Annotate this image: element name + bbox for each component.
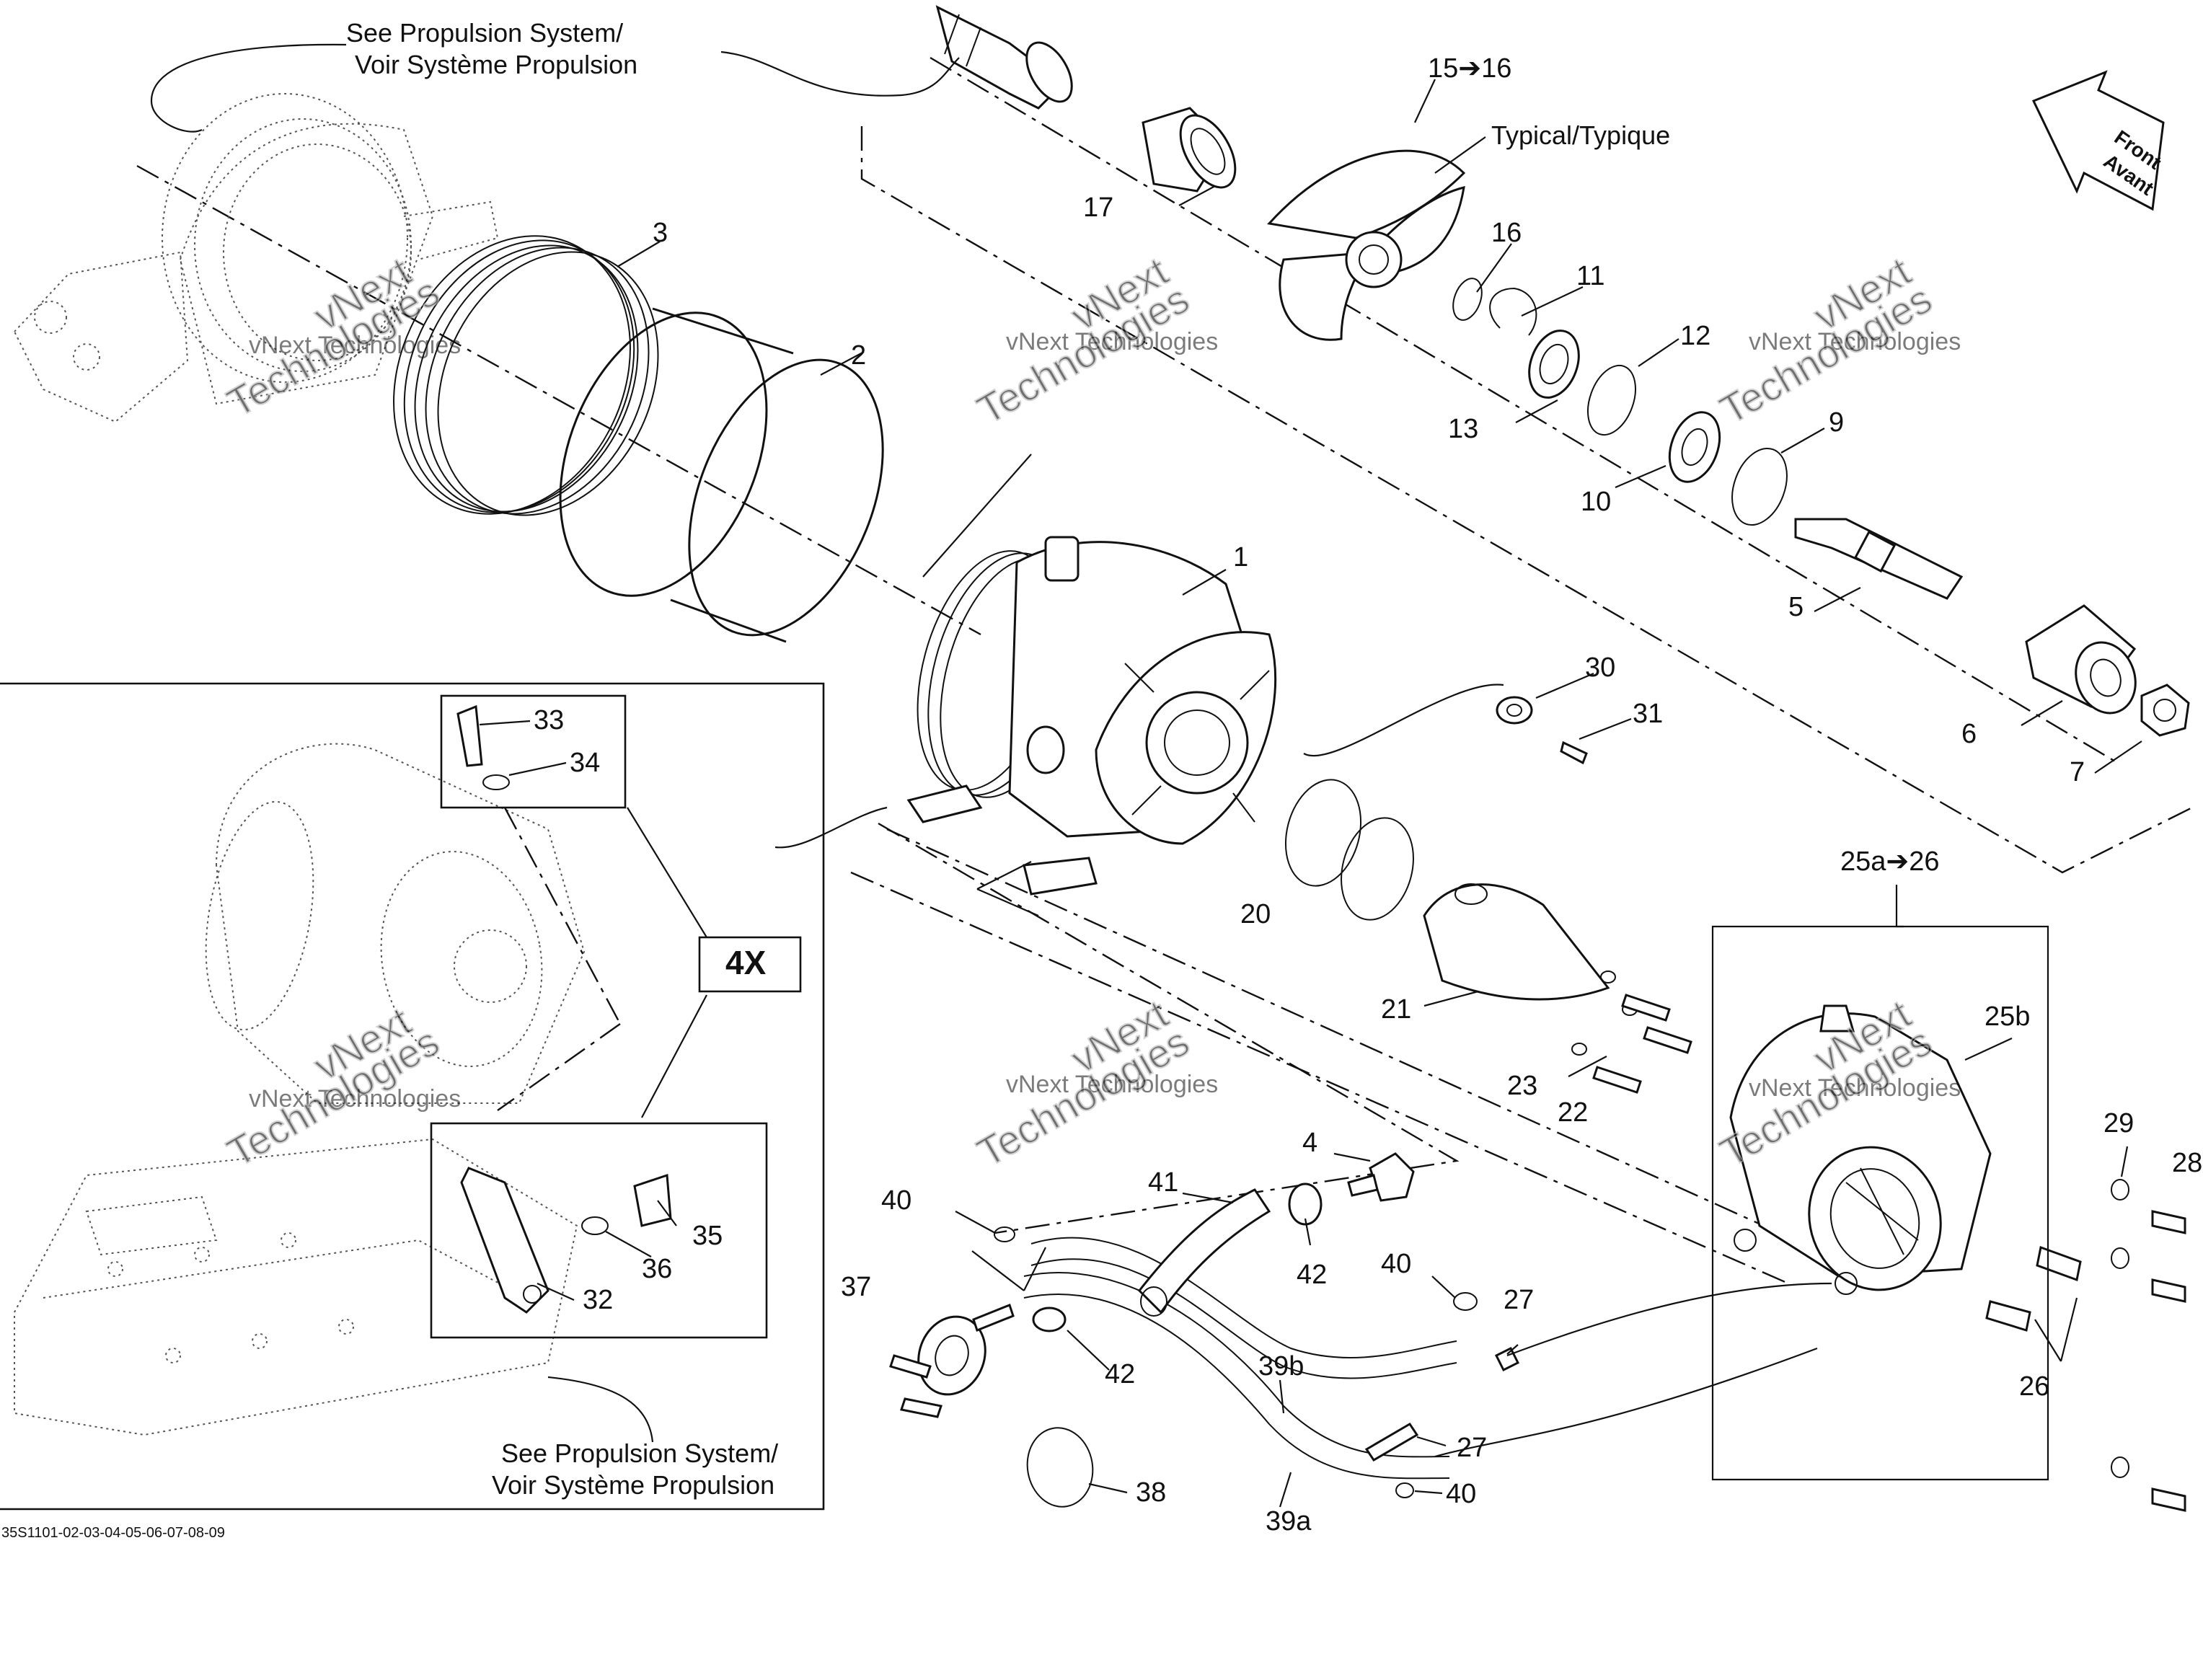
callout-1: 1 (1233, 542, 1248, 572)
detail-box-top-33-34 (440, 694, 627, 809)
part-22-23-bolts (1571, 971, 1692, 1094)
callout-35: 35 (692, 1221, 723, 1251)
callout-26: 26 (2019, 1371, 2049, 1402)
propulsion-note-top-line1: See Propulsion System/ (346, 18, 623, 48)
callout-20: 20 (1240, 899, 1271, 929)
part-20-o-rings (1284, 779, 1414, 921)
callout-38: 38 (1136, 1477, 1166, 1508)
part-39-hoses (1023, 1237, 1457, 1480)
callout-40-bottom: 40 (1446, 1479, 1476, 1509)
callout-39b: 39b (1258, 1351, 1304, 1381)
callout-16: 16 (1491, 218, 1522, 248)
callout-42-top: 42 (1297, 1260, 1327, 1290)
part-38-o-ring (1026, 1427, 1094, 1508)
watermark-6: vNext Technologies (1749, 1074, 1961, 1102)
pointer-arrows (627, 454, 1832, 1458)
part-42-clamps (1032, 1182, 1323, 1332)
detail-panel-left (0, 682, 825, 1511)
part-1-pump-housing (906, 536, 1277, 896)
propulsion-housing-reference-top (13, 93, 499, 423)
propulsion-note-bottom-line1: See Propulsion System/ (501, 1438, 778, 1468)
callout-27-bottom: 27 (1457, 1433, 1487, 1463)
callout-42-bottom: 42 (1105, 1359, 1135, 1389)
callout-15-16: 15➔16 (1428, 53, 1511, 84)
part-26-fittings (1985, 1245, 2082, 1332)
part-4-fitting (1347, 1152, 1415, 1202)
leader-lines (150, 43, 2142, 1508)
part-41-hose (1138, 1188, 1271, 1317)
part-37-fitting-block (889, 1304, 1015, 1418)
callout-5: 5 (1788, 592, 1804, 622)
part-6-bearing (2025, 604, 2137, 715)
propulsion-note-bottom-line2: Voir Système Propulsion (492, 1470, 774, 1500)
callout-25b: 25b (1985, 1002, 2030, 1032)
callout-37: 37 (841, 1272, 871, 1302)
propulsion-note-top-line2: Voir Système Propulsion (355, 50, 637, 79)
callout-21: 21 (1381, 994, 1411, 1025)
part-7-nut (2140, 684, 2190, 737)
callout-numbers: 1 2 3 4 5 6 7 9 10 11 12 13 15➔16 16 17 … (534, 53, 2202, 1537)
callout-12: 12 (1680, 321, 1710, 351)
callout-30: 30 (1585, 653, 1615, 683)
callout-29: 29 (2103, 1108, 2134, 1139)
part-17-sleeve (1142, 107, 1237, 193)
callout-36: 36 (642, 1254, 672, 1284)
callout-41: 41 (1148, 1167, 1178, 1198)
callout-31: 31 (1633, 699, 1663, 729)
part-21-cone (1423, 883, 1610, 1001)
typical-note: Typical/Typique (1491, 120, 1670, 150)
callout-6: 6 (1961, 719, 1977, 749)
callout-32: 32 (583, 1285, 613, 1315)
callout-13: 13 (1448, 414, 1478, 444)
watermark-1: vNext Technologies (249, 332, 461, 359)
front-direction-arrow: Front Avant (2031, 70, 2166, 211)
watermark-5: vNext Technologies (1006, 1071, 1218, 1098)
part-30-31-plug (1496, 696, 1588, 765)
callout-2: 2 (851, 340, 866, 371)
part-5-shaft (1794, 518, 1964, 600)
callout-7: 7 (2070, 757, 2085, 787)
drive-shaft-top (935, 5, 1073, 110)
part-40-clips (994, 1226, 1478, 1498)
callout-17: 17 (1083, 193, 1113, 223)
callout-28: 28 (2172, 1148, 2202, 1178)
watermark-2: vNext Technologies (1006, 328, 1218, 355)
callout-25a-26: 25a➔26 (1840, 846, 1940, 877)
callout-40-right: 40 (1381, 1249, 1411, 1279)
callout-9: 9 (1829, 407, 1844, 438)
part-28-29-bolts (2111, 1179, 2186, 1512)
callout-3: 3 (653, 218, 668, 248)
part-15-impeller (1267, 149, 1466, 341)
center-lines (136, 56, 2193, 1285)
callout-22: 22 (1558, 1097, 1588, 1128)
part-25b-nozzle (1729, 1004, 1992, 1295)
callout-40-left: 40 (881, 1185, 911, 1216)
callout-10: 10 (1581, 487, 1611, 517)
part-3-wear-ring (393, 235, 659, 516)
small-rings-9-to-16 (1452, 278, 1788, 526)
callout-39a: 39a (1266, 1506, 1312, 1537)
callout-33: 33 (534, 705, 564, 735)
callout-23: 23 (1507, 1071, 1537, 1101)
figure-code: 35S1101-02-03-04-05-06-07-08-09 (1, 1525, 225, 1541)
watermark-4: vNext Technologies (249, 1085, 461, 1113)
callout-34: 34 (570, 748, 600, 778)
callout-4: 4 (1302, 1128, 1317, 1158)
multiplier-box (698, 936, 802, 993)
multiplier-label: 4X (725, 944, 767, 981)
watermark-3: vNext Technologies (1749, 328, 1961, 355)
callout-27-top: 27 (1504, 1285, 1534, 1315)
callout-11: 11 (1576, 261, 1604, 291)
